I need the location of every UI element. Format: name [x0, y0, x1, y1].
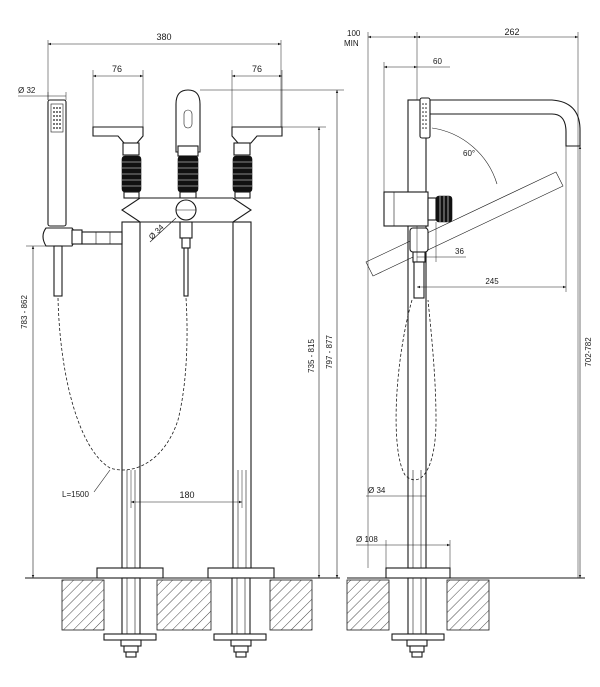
- left-riser-pipe: [121, 221, 141, 569]
- side-base-plate: [385, 567, 451, 579]
- hose-nut: [181, 237, 191, 249]
- dim-outlet-height: 702-782: [584, 337, 593, 367]
- hand-shower: [47, 99, 67, 227]
- left-collar: [123, 191, 140, 199]
- dim-min-label: MIN: [344, 39, 359, 48]
- dim-right-handle-width: 76: [252, 64, 262, 74]
- dim-base-diameter: Ø 108: [356, 535, 378, 544]
- angle-arc: [431, 127, 498, 185]
- hand-shower-handle-end: [53, 245, 63, 297]
- dim-left-handle-width: 76: [112, 64, 122, 74]
- spout-collar: [177, 145, 199, 157]
- dim-spout-projection: 245: [485, 277, 499, 286]
- dim-leg-spacing: 180: [179, 490, 194, 500]
- right-underground-connector: [213, 577, 267, 658]
- dim-overall-width: 380: [156, 32, 171, 42]
- side-spout: [425, 99, 581, 147]
- side-underground-connector: [391, 577, 445, 658]
- dim-control-depth: 36: [455, 247, 464, 256]
- floor-block-1: [61, 579, 105, 631]
- side-view: 100 MIN 262 60 60° 36 245 Ø 34 Ø 108: [344, 27, 593, 658]
- hose-pipe-front: [183, 247, 189, 297]
- shower-hose: [57, 297, 188, 471]
- dim-hose-length: L=1500: [62, 490, 89, 499]
- holder-joint: [71, 229, 83, 245]
- floor-block-3: [269, 579, 313, 631]
- spout-outlet: [183, 109, 193, 129]
- spout-head: [175, 89, 201, 153]
- side-riser-pipe: [407, 99, 427, 569]
- dim-hand-shower-diameter: Ø 32: [18, 86, 36, 95]
- side-spout-pivot: [419, 97, 431, 139]
- right-base-plate: [207, 567, 275, 579]
- side-spout-rotated: [365, 171, 564, 277]
- side-holder: [409, 227, 429, 253]
- left-handle: [92, 126, 144, 144]
- side-knob-stem: [427, 197, 437, 221]
- dim-holder-height: 783 - 862: [20, 295, 29, 329]
- left-handle-stem: [122, 142, 140, 156]
- center-collar: [179, 191, 197, 199]
- dim-overall-height: 797 - 877: [325, 335, 334, 369]
- side-floor-block-1: [346, 579, 390, 631]
- holder-arm: [81, 231, 123, 245]
- hand-shower-holder: [42, 227, 76, 247]
- left-underground-connector: [103, 577, 157, 658]
- dim-spout-offset: 60: [433, 57, 442, 66]
- side-floor-block-2: [446, 579, 490, 631]
- dim-pipe-diameter: Ø 34: [368, 486, 386, 495]
- hose-connector: [179, 221, 193, 239]
- dim-spout-height: 735 - 815: [307, 339, 316, 373]
- hand-shower-head: [50, 103, 64, 133]
- dim-swivel-angle: 60°: [463, 149, 475, 158]
- right-handle-stem: [233, 142, 251, 156]
- right-collar: [234, 191, 251, 199]
- side-mixer-body: [383, 191, 429, 227]
- side-handle-end: [413, 261, 425, 299]
- right-riser-pipe: [232, 221, 252, 569]
- right-handle: [231, 126, 283, 144]
- front-view: 380 76 76 Ø 32 Ø 34 180 L=1500 783 - 862: [18, 32, 344, 658]
- dim-spout-reach: 262: [504, 27, 519, 37]
- floor-block-2: [156, 579, 212, 631]
- left-base-plate: [96, 567, 164, 579]
- dim-body-diameter: Ø 34: [147, 222, 166, 241]
- dim-min-clearance: 100: [347, 29, 361, 38]
